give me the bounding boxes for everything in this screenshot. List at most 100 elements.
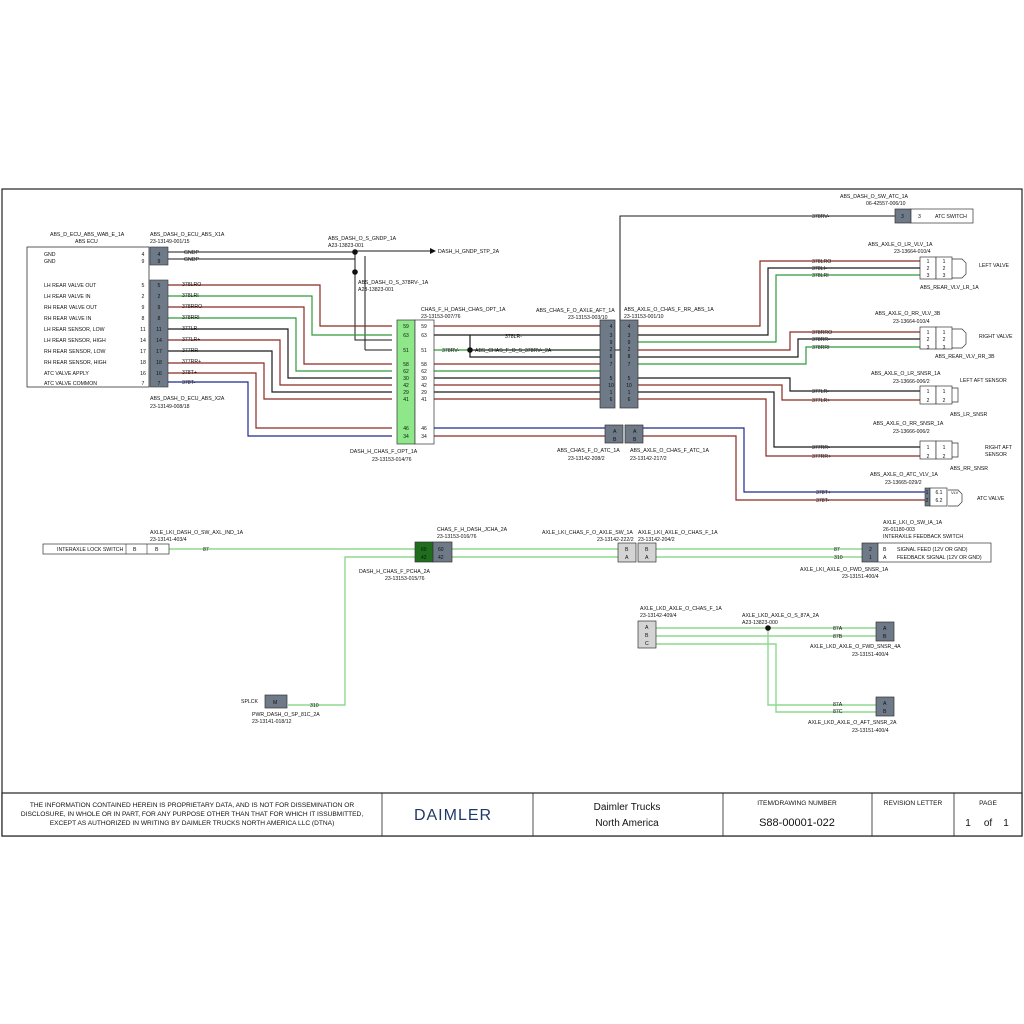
atc-valve-part: 23-13665-029/2 xyxy=(885,480,922,486)
ecu-row-wire: 378RRI xyxy=(182,315,200,321)
comp-pin: 1 xyxy=(943,330,946,336)
axle-sw-name-a: AXLE_LKI_CHAS_F_O_AXLE_SW_1A xyxy=(542,530,633,536)
feedback-switch[interactable] xyxy=(861,542,992,563)
atc-name-b: ABS_AXLE_O_CHAS_F_ATC_1A xyxy=(630,448,709,454)
fwd-sensor-connector[interactable] xyxy=(875,621,895,642)
wire-378t-minus xyxy=(168,381,392,437)
comp-wire-label: 378RR- xyxy=(812,337,830,343)
lkd-pin-1: A xyxy=(645,625,649,631)
dash-chas-opt-connector[interactable] xyxy=(396,319,435,445)
wire-layer xyxy=(168,215,925,713)
lock-switch[interactable] xyxy=(42,543,170,555)
atc-pin-2: B xyxy=(613,437,617,443)
left-sensor-connector[interactable] xyxy=(919,385,959,405)
lkd-part: 23-13142-409/4 xyxy=(640,613,677,619)
abs-ecu[interactable] xyxy=(26,246,169,388)
fb-pin-3: B xyxy=(883,547,887,553)
wire-377lr-plus xyxy=(168,339,392,386)
wire-rr-sensor-2 xyxy=(638,398,920,457)
ecu-row-label: ATC VALVE COMMON xyxy=(44,381,97,387)
left-valve-label: LEFT VALVE xyxy=(979,263,1010,269)
title-block xyxy=(1,792,1023,837)
right-valve-comp: ABS_REAR_VLV_RR_3B xyxy=(935,354,995,360)
atc-name-a: ABS_CHAS_F_O_ATC_1A xyxy=(557,448,620,454)
power-pin: M xyxy=(273,700,277,706)
rr-name: ABS_AXLE_O_CHAS_F_RR_ABS_1A xyxy=(624,307,714,313)
opt-pin-a: 59 xyxy=(403,324,409,330)
left-sensor-name: ABS_AXLE_O_LR_SNSR_1A xyxy=(871,371,941,377)
ecu-row-wire: 377LR+ xyxy=(182,337,200,343)
page-of: of xyxy=(984,818,993,829)
wire-label-rv: 378RV- xyxy=(442,348,459,354)
fb-switch-part: 26-01180-003 xyxy=(883,527,915,533)
rr-pin: 4 xyxy=(628,324,631,330)
lkd-pin-3: C xyxy=(645,641,649,647)
comp-pin: 2 xyxy=(927,454,930,460)
ecu-gnd-connector xyxy=(149,246,169,266)
ecu-row-pin: 14 xyxy=(140,338,146,344)
aft-pin: 10 xyxy=(608,383,614,389)
comp-pin: 3 xyxy=(943,345,946,351)
atc-valve-connector[interactable] xyxy=(924,487,963,507)
wire-378rro xyxy=(168,306,392,365)
lkd-splice-dot xyxy=(765,625,771,631)
atc-valve-label: ATC VALVE xyxy=(977,496,1005,502)
wire-lr-valve-2 xyxy=(638,267,920,336)
axle-sw-connector[interactable] xyxy=(617,542,657,563)
ecu-conn-bottom-part: 23-13149-008/18 xyxy=(150,404,190,410)
aft-pin: 3 xyxy=(610,333,613,339)
rr-pin: 10 xyxy=(626,383,632,389)
left-valve-connector[interactable] xyxy=(919,256,967,280)
right-sensor-name: ABS_AXLE_O_RR_SNSR_1A xyxy=(873,421,944,427)
gnd-splice-dot xyxy=(352,249,358,255)
right-sensor-wire-labels: 377RR-377RR+ xyxy=(812,445,831,460)
gnd-splice-name: ABS_DASH_O_S_GNDP_1A xyxy=(328,236,397,242)
opt-pin-b: 42 xyxy=(421,383,427,389)
aft-sensor-connector[interactable] xyxy=(875,696,895,717)
right-valve-connector[interactable] xyxy=(919,326,967,350)
ecu-row-label: RH REAR SENSOR, LOW xyxy=(44,349,105,355)
right-sensor-connector[interactable] xyxy=(919,440,959,460)
axle-lkd-connector[interactable] xyxy=(637,620,657,649)
aft-pin: 5 xyxy=(610,376,613,382)
ecu-row-pin: 2 xyxy=(142,294,145,300)
item-number-value: S88-00001-022 xyxy=(759,817,835,829)
fb-pin-4: A xyxy=(883,555,887,561)
ecu-row-cav: 9 xyxy=(158,305,161,311)
atc-connector[interactable] xyxy=(604,424,644,444)
power-connector[interactable] xyxy=(264,694,288,709)
ecu-row-label: LH REAR VALVE IN xyxy=(44,294,91,300)
opt-pin-b: 46 xyxy=(421,426,427,432)
dash-pcha-connector[interactable] xyxy=(414,541,453,563)
fb-pin-1: 2 xyxy=(869,547,872,553)
ecu-row-cav: 14 xyxy=(156,338,162,344)
left-valve-part: 23-13664-010/4 xyxy=(894,249,931,255)
left-sensor-comp: ABS_LR_SNSR xyxy=(950,412,987,418)
axle-rr-connector[interactable] xyxy=(619,319,639,409)
right-sensor-icon xyxy=(952,442,959,458)
ecu-header1: ABS_D_ECU_ABS_WAB_E_1A xyxy=(50,232,125,238)
right-valve-label: RIGHT VALVE xyxy=(979,334,1013,340)
company-line-2: North America xyxy=(595,818,659,829)
rr-pin: 1 xyxy=(628,390,631,396)
ecu-row-label: LH REAR VALVE OUT xyxy=(44,283,97,289)
atc-switch[interactable] xyxy=(894,208,974,224)
rr-pin: 2 xyxy=(628,347,631,353)
comp-pin: 1 xyxy=(943,445,946,451)
comp-wire-label: 377RR- xyxy=(812,445,830,451)
comp-wire-label: 377LR- xyxy=(812,389,829,395)
ecu-header2: ABS ECU xyxy=(75,239,98,245)
lkd-splice-part: A23-13823-000 xyxy=(742,620,778,626)
power-name: PWR_DASH_O_SP_81C_2A xyxy=(252,712,320,718)
axle-aft-connector[interactable] xyxy=(599,319,616,409)
ecu-gnd-label: GND xyxy=(44,252,56,258)
opt-part-top: 23-13153-007/76 xyxy=(421,314,461,320)
wire-lr-valve-1 xyxy=(638,260,920,327)
ecu-row-cav: 5 xyxy=(158,283,161,289)
opt-pin-a: 62 xyxy=(403,369,409,375)
lock-switch-name: AXLE_LKI_DASH_O_SW_AXL_IND_1A xyxy=(150,530,244,536)
wire-gnd-drop xyxy=(354,252,392,341)
